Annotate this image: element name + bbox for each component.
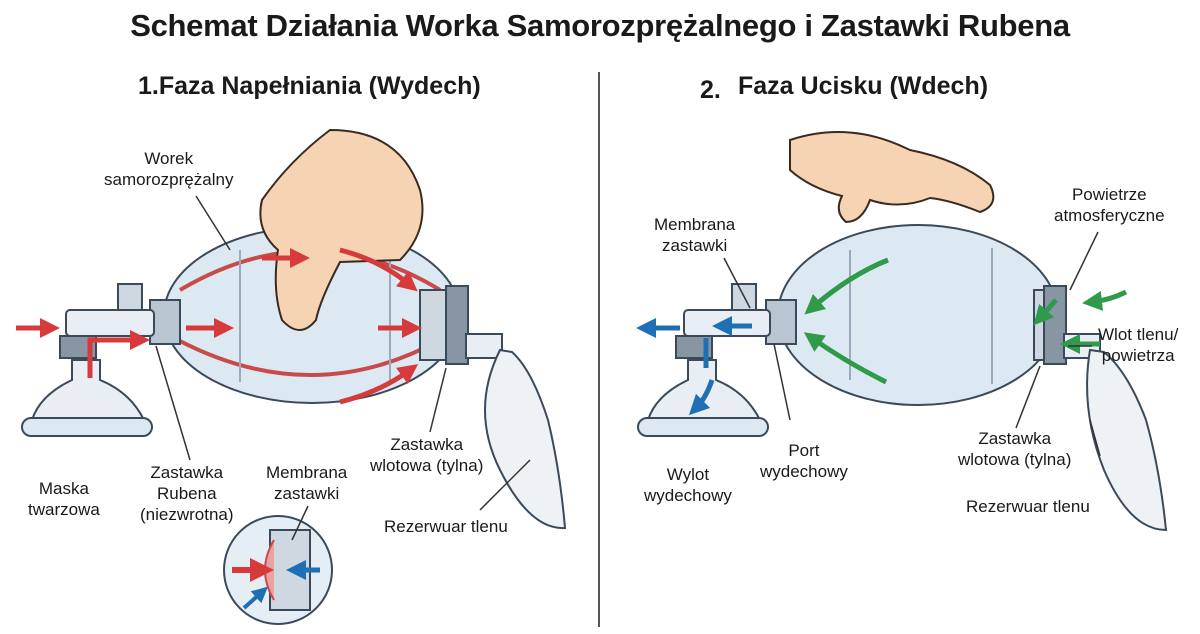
label-inlet-valve-2: Zastawka wlotowa (tylna) — [958, 428, 1071, 470]
label-mask-line1: Maska — [38, 479, 89, 498]
label-ruben-valve: Zastawka Rubena (niezwrotna) — [140, 462, 234, 525]
label-membrane-2: Membrana zastawki — [654, 214, 735, 256]
membrane-inset — [223, 515, 333, 625]
label-membrane-1: Membrana zastawki — [266, 462, 347, 504]
label-ruben-line1: Zastawka — [150, 463, 224, 482]
label-membrane1-line2: zastawki — [274, 484, 340, 503]
label-outlet-line1: Wylot — [666, 465, 710, 484]
label-oxygen-line2: powietrza — [1101, 346, 1175, 365]
phase-divider — [598, 72, 600, 627]
label-inlet2-line2: wlotowa (tylna) — [958, 450, 1072, 469]
valve-icon — [675, 283, 797, 359]
label-atmospheric-air: Powietrze atmosferyczne — [1054, 184, 1165, 226]
label-bag-line2: samorozprężalny — [104, 170, 234, 189]
reservoir-icon — [484, 348, 567, 530]
label-mask-line2: twarzowa — [28, 500, 100, 519]
arrow-icon — [16, 247, 422, 405]
label-membrane2-line1: Membrana — [654, 215, 736, 234]
label-port-line2: wydechowy — [760, 462, 848, 481]
diagram-title: Schemat Działania Worka Samorozprężalneg… — [130, 8, 1070, 43]
label-outlet-line2: wydechowy — [644, 486, 732, 505]
label-reservoir-2: Rezerwuar tlenu — [966, 497, 1090, 516]
phase2-title: Faza Ucisku (Wdech) — [738, 72, 989, 100]
label-port-line1: Port — [788, 441, 820, 460]
label-inlet1-line1: Zastawka — [390, 435, 464, 454]
phase2-number: 2. — [700, 76, 721, 104]
label-ruben-line3: (niezwrotna) — [140, 505, 234, 524]
label-inlet2-line1: Zastawka — [978, 429, 1052, 448]
mask-icon — [21, 359, 153, 437]
label-exhaust-outlet: Wylot wydechowy — [644, 464, 732, 506]
label-exhaust-port: Port wydechowy — [760, 440, 848, 482]
label-bag-line1: Worek — [144, 149, 194, 168]
label-reservoir-1: Rezerwuar tlenu — [384, 517, 508, 536]
arrow-icon — [636, 316, 752, 416]
hand-icon — [789, 131, 995, 224]
label-bag: Worek samorozprężalny — [104, 148, 233, 190]
label-membrane2-line2: zastawki — [662, 236, 728, 255]
valve-icon — [59, 283, 181, 359]
mask-icon — [637, 359, 769, 437]
leader-lines-phase1 — [155, 195, 531, 541]
label-oxygen-inlet: Wlot tlenu/ powietrza — [1098, 324, 1178, 366]
label-atmos-line1: Powietrze — [1071, 185, 1147, 204]
reservoir-icon — [1086, 348, 1168, 532]
arrow-icon — [803, 257, 1128, 385]
bag-icon — [777, 224, 1059, 406]
phase1-title: 1.Faza Napełniania (Wydech) — [138, 72, 481, 100]
label-atmos-line2: atmosferyczne — [1054, 206, 1165, 225]
label-oxygen-line1: Wlot tlenu/ — [1098, 325, 1179, 344]
label-ruben-line2: Rubena — [156, 484, 217, 503]
label-inlet-valve-1: Zastawka wlotowa (tylna) — [370, 434, 483, 476]
label-inlet1-line2: wlotowa (tylna) — [370, 456, 484, 475]
label-mask: Maska twarzowa — [28, 478, 100, 520]
label-membrane1-line1: Membrana — [266, 463, 348, 482]
leader-lines-phase2 — [723, 231, 1101, 457]
hand-icon — [259, 128, 424, 331]
valve-icon — [419, 285, 503, 365]
